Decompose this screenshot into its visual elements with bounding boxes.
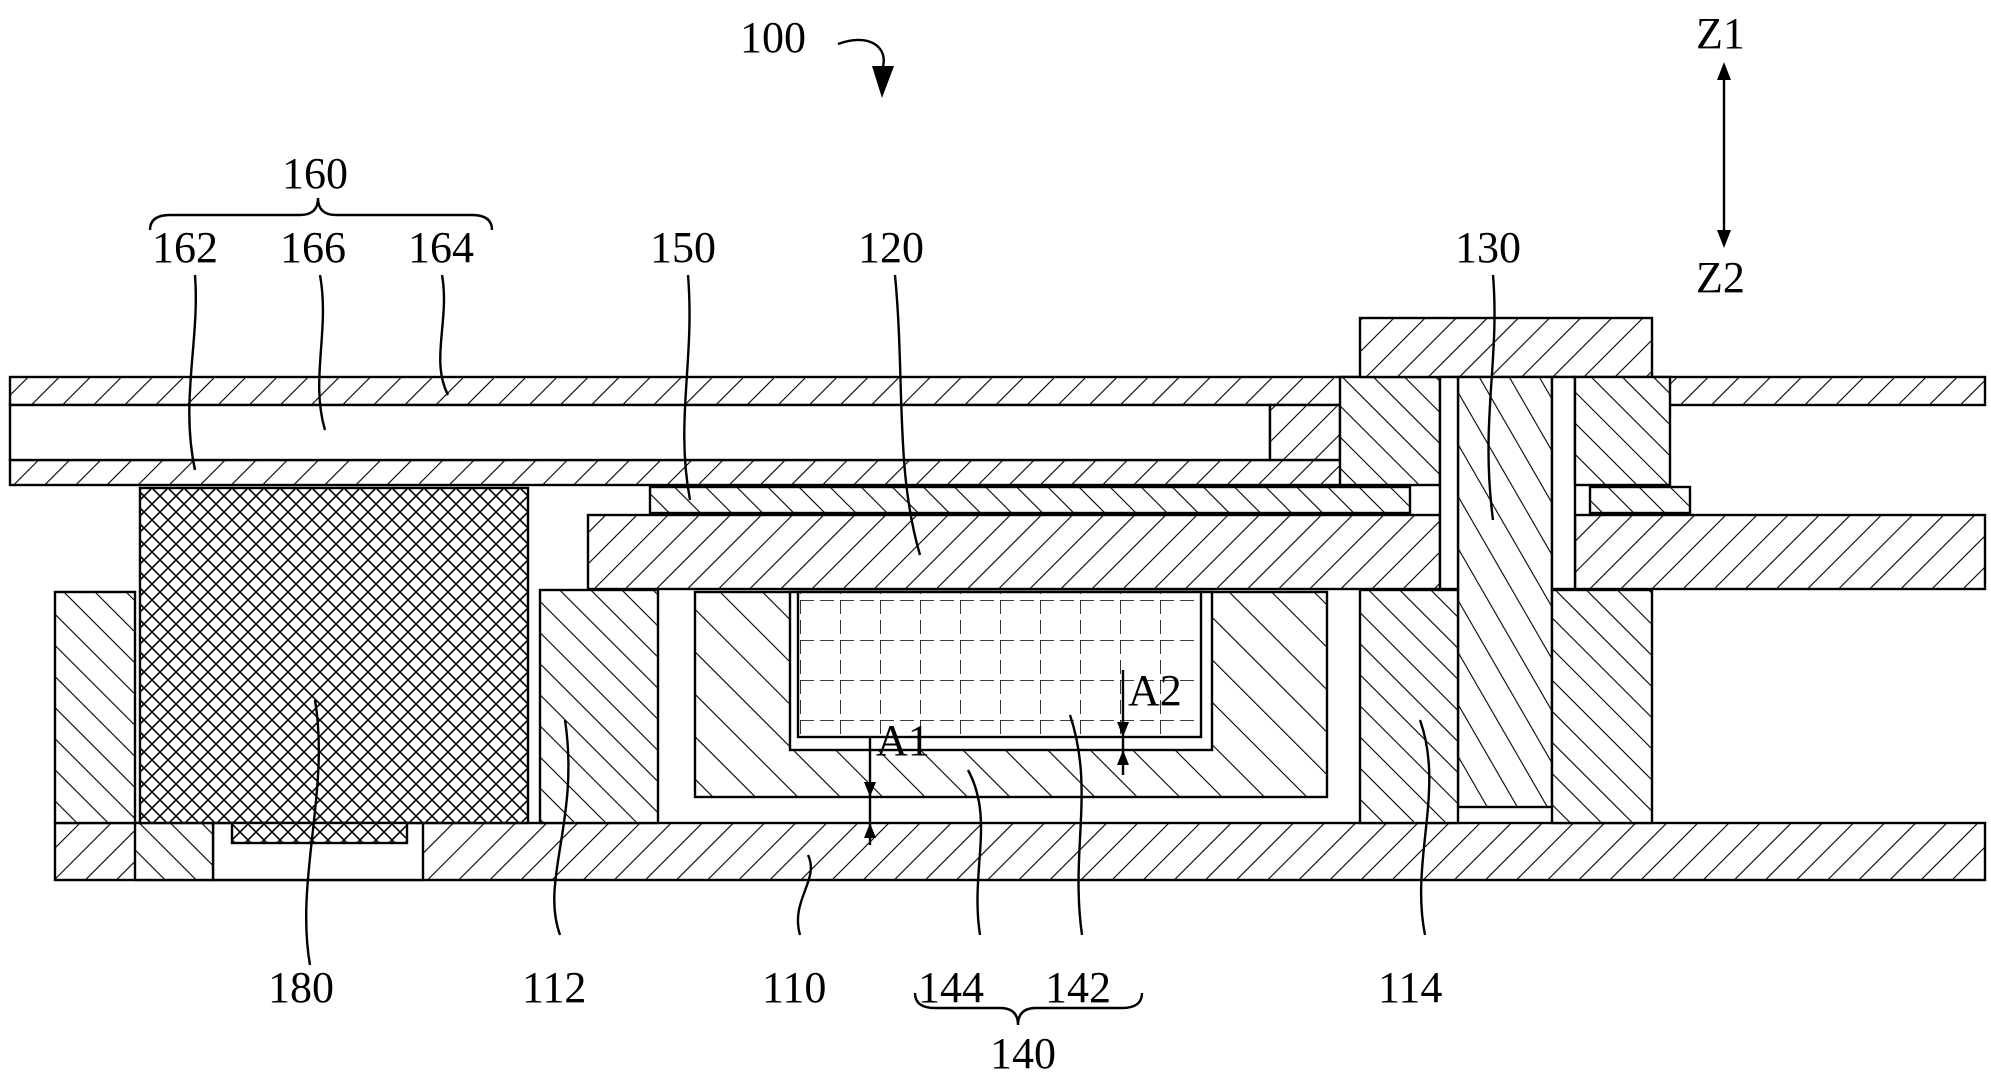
cavity-166 [8, 403, 1272, 462]
label-112: 112 [522, 963, 586, 1012]
core-142 [796, 590, 1203, 739]
boss-right-upper [1573, 375, 1672, 487]
label-110: 110 [762, 963, 826, 1012]
layer-150-right [1588, 485, 1692, 515]
left-wall [53, 590, 137, 825]
label-160: 160 [282, 149, 348, 198]
boss-114-right [1550, 588, 1654, 825]
leader-lines [188, 274, 1496, 966]
layer-162 [8, 458, 1392, 487]
boss-114 [1358, 588, 1460, 825]
block-180 [138, 486, 530, 825]
screw-130 [1456, 375, 1554, 809]
label-162: 162 [152, 223, 218, 272]
fastener-head [1358, 316, 1654, 379]
plate-120-right [1573, 513, 1987, 591]
right-top-block [1338, 375, 1442, 487]
label-150: 150 [650, 223, 716, 272]
layer-164 [8, 375, 1987, 407]
wall-112 [538, 588, 660, 825]
label-114: 114 [1378, 963, 1442, 1012]
labels: 100 Z1 Z2 160 162 166 164 150 120 130 18… [152, 9, 1745, 1077]
label-a2: A2 [1128, 666, 1182, 715]
assembly-arrowhead [872, 66, 894, 98]
label-164: 164 [408, 223, 474, 272]
label-166: 166 [280, 223, 346, 272]
block-180-tab [230, 821, 409, 845]
gap-a1-marker [864, 738, 876, 845]
label-z1: Z1 [1696, 9, 1745, 58]
brace-140 [913, 992, 1144, 1026]
label-144: 144 [918, 963, 984, 1012]
plate-120 [586, 513, 1442, 591]
label-140: 140 [990, 1029, 1056, 1077]
screw-channel-right [1550, 375, 1577, 591]
label-z2: Z2 [1696, 253, 1745, 302]
left-wall-foot [133, 821, 215, 882]
label-120: 120 [858, 223, 924, 272]
layer-150 [648, 485, 1412, 515]
label-a1: A1 [876, 716, 930, 765]
label-100: 100 [740, 13, 806, 62]
label-180: 180 [268, 963, 334, 1012]
part-160-film [8, 375, 1987, 487]
brace-160 [148, 197, 494, 231]
screw-channel-left [1438, 375, 1460, 591]
label-130: 130 [1455, 223, 1521, 272]
label-142: 142 [1045, 963, 1111, 1012]
film-end-block [1268, 403, 1342, 462]
assembly-arrow [837, 38, 885, 71]
direction-arrow [1717, 62, 1731, 248]
gap-a2-marker [1117, 670, 1129, 775]
